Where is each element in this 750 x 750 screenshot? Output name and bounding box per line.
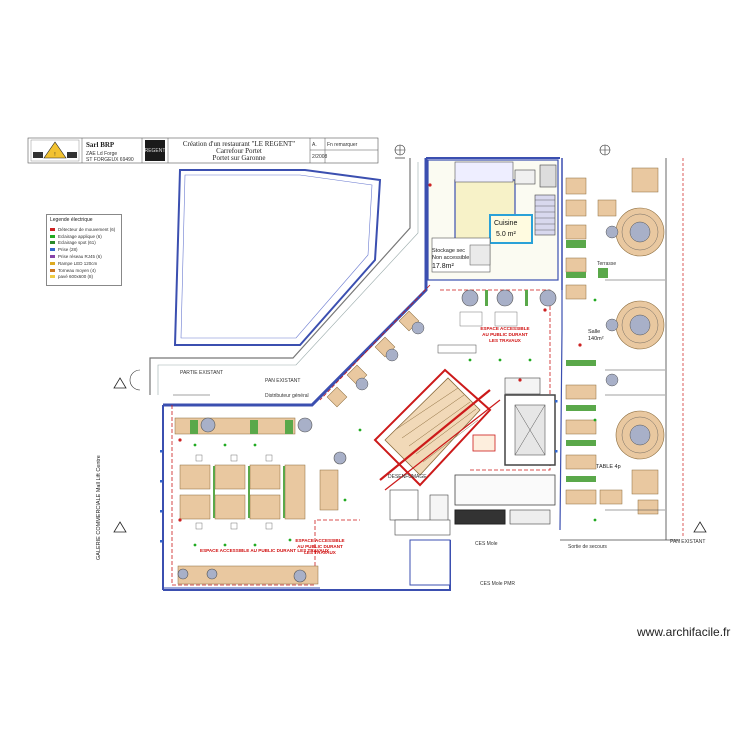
- stair-label: DESENFUMAGE: [388, 474, 427, 480]
- center-top-tables: ESPACE ACCESSIBLE AU PUBLIC DURANT LES T…: [437, 289, 557, 354]
- red-note-left-3: LES TRAVAUX: [304, 550, 337, 555]
- gallery-label: GALERIE COMMERCIALE Mall Lift Centre: [96, 455, 102, 560]
- table-label-right: TABLE 4p: [596, 464, 621, 470]
- door-symbols: [129, 144, 611, 391]
- right-seating: Salle 140m² TABLE 4p Terrasse: [565, 167, 665, 515]
- red-note-center-1: ESPACE ACCESSIBLE: [480, 326, 529, 331]
- legend-item-label: Torneau moyen (4): [58, 267, 96, 273]
- legend-item: Eclairage applique (6): [50, 233, 118, 240]
- legend-item-label: Eclairage spot (61): [58, 240, 96, 246]
- legend-swatch-icon: [50, 227, 55, 231]
- legend-item-label: Prise (28): [58, 247, 78, 253]
- kitchen-block: Cuisine 5.0 m² Stockage sec Non accessib…: [427, 159, 559, 281]
- legend-item: Prise réseau RJ45 (6): [50, 253, 118, 260]
- building-outline: [149, 158, 419, 395]
- terrace-label: Terrasse: [597, 261, 616, 267]
- dimension-lines: [173, 157, 684, 541]
- legend-swatch-icon: [50, 255, 55, 259]
- legend-title: Legende électrique: [50, 217, 93, 223]
- legend-item: pavé 600x600 (8): [50, 274, 118, 281]
- kitchen-label: Cuisine: [494, 220, 517, 227]
- company-line3: ST FORGEUX 69490: [86, 157, 134, 163]
- zone-salle-area: 140m²: [588, 336, 604, 342]
- plan-labels: PAN EXISTANT PARTIE EXISTANT Distributeu…: [96, 370, 705, 587]
- stair-walls: [373, 368, 501, 491]
- legend-swatch-icon: [50, 275, 55, 279]
- pan-right-label: PAN EXISTANT: [670, 539, 705, 545]
- red-note-left-2: AU PUBLIC DURANT: [297, 544, 343, 549]
- company-name: Sarl BRP: [86, 141, 115, 149]
- red-note-bottom-left: ESPACE ACCESSIBLE AU PUBLIC DURANT LES T…: [200, 548, 330, 553]
- legend-item: Prise (28): [50, 246, 118, 253]
- legend-item-label: pavé 600x600 (8): [58, 274, 94, 280]
- legend-item-label: Eclairage applique (6): [58, 233, 102, 239]
- svg-text:!: !: [54, 152, 55, 158]
- red-note-center-2: AU PUBLIC DURANT: [482, 332, 528, 337]
- svg-text:REGENT: REGENT: [145, 148, 166, 154]
- diagonal-seating: [326, 310, 425, 408]
- storage-label: Stockage sec: [432, 248, 465, 254]
- ces-label-1: CES Mole: [475, 541, 498, 547]
- legend-item: Eclairage spot (61): [50, 240, 118, 247]
- legend-swatch-icon: [50, 268, 55, 272]
- legend-swatch-icon: [50, 234, 55, 238]
- main-walls: [162, 157, 563, 591]
- legend-item-label: Détecteur de mouvement (6): [58, 226, 116, 232]
- title-cell-c: 2/2008: [312, 154, 328, 160]
- legend-swatch-icon: [50, 261, 55, 265]
- left-seating: ESPACE ACCESSIBLE AU PUBLIC DURANT LES T…: [174, 417, 347, 585]
- project-title-line3: Portet sur Garonne: [213, 154, 266, 162]
- electrical-symbols: [160, 183, 597, 547]
- title-cell-b: A.: [312, 142, 317, 148]
- storage-area: 17.8m²: [432, 263, 454, 270]
- central-equipment: [389, 377, 556, 586]
- title-block: ! Sarl BRP ZAE Ld Forge ST FORGEUX 69490…: [27, 137, 379, 164]
- legend-item-label: Rampe LED 120cm: [58, 260, 98, 266]
- architect-logo: [145, 140, 165, 161]
- electrical-legend: Legende électrique Détecteur de mouvemen…: [46, 214, 122, 286]
- ces-label-2: CES Mole PMR: [480, 581, 515, 587]
- company-logo: !: [30, 139, 80, 162]
- project-title-line1: Création d'un restaurant "LE REGENT": [183, 140, 295, 148]
- legend-swatch-icon: [50, 248, 55, 252]
- section-markers: [113, 377, 707, 533]
- watermark-text[interactable]: www.archifacile.fr: [637, 625, 731, 639]
- exit-label: Sortie de secours: [568, 544, 607, 550]
- project-title-line2: Carrefour Portet: [216, 147, 262, 155]
- company-line2: ZAE Ld Forge: [86, 151, 117, 157]
- zone-salle-label: Salle: [588, 329, 600, 335]
- legend-item-label: Prise réseau RJ45 (6): [58, 254, 102, 260]
- legend-item: Torneau moyen (4): [50, 267, 118, 274]
- red-note-center-3: LES TRAVAUX: [489, 338, 522, 343]
- existing-wall-label-2: PARTIE EXISTANT: [180, 370, 223, 376]
- storage-sub: Non accessible: [432, 255, 469, 261]
- title-cell-a: Fn remarquer: [327, 142, 358, 148]
- kitchen-area: 5.0 m²: [496, 231, 517, 238]
- red-note-left-1: ESPACE ACCESSIBLE: [295, 538, 344, 543]
- existing-wall-label: PAN EXISTANT: [265, 378, 300, 384]
- legend-item: Rampe LED 120cm: [50, 260, 118, 267]
- legend-swatch-icon: [50, 241, 55, 245]
- public-zone-red: [171, 284, 551, 586]
- distributor-label: Distributeur général: [265, 393, 309, 399]
- legend-item: Détecteur de mouvement (6): [50, 226, 118, 233]
